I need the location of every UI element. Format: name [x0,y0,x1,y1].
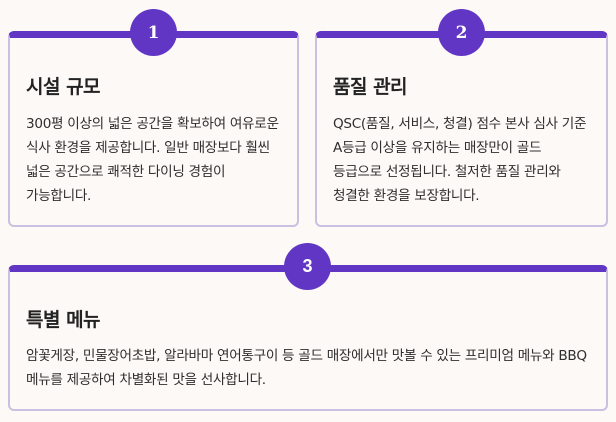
card-title: 품질 관리 [333,76,408,98]
card-title: 시설 규모 [26,76,101,98]
step-number-badge: 1 [130,9,177,56]
feature-card-quality: 2 품질 관리 QSC(품질, 서비스, 청결) 점수 본사 심사 기준 A등급… [315,9,608,227]
card-description: 암꽃게장, 민물장어초밥, 알라바마 연어통구이 등 골드 매장에서만 맛볼 수… [26,348,587,388]
card-description: QSC(품질, 서비스, 청결) 점수 본사 심사 기준 A등급 이상을 유지하… [333,116,587,204]
step-number-badge: 2 [438,9,485,56]
step-number-badge: 3 [284,243,331,290]
card-title: 특별 메뉴 [26,309,101,331]
feature-card-facility: 1 시설 규모 300평 이상의 넓은 공간을 확보하여 여유로운 식사 환경을… [8,9,299,227]
feature-card-special-menu: 3 특별 메뉴 암꽃게장, 민물장어초밥, 알라바마 연어통구이 등 골드 매장… [8,243,608,411]
card-description: 300평 이상의 넓은 공간을 확보하여 여유로운 식사 환경을 제공합니다. … [26,116,279,204]
